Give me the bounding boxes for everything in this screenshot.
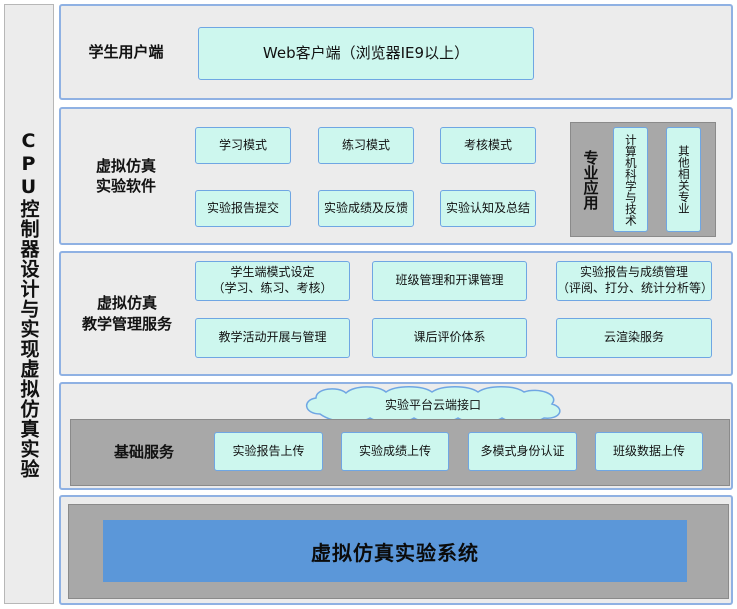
class-data-upload-box: 班级数据上传 <box>595 432 703 471</box>
side-title: CPU控制器设计与实现虚拟仿真实验 <box>17 129 40 479</box>
class-course-management-box: 班级管理和开课管理 <box>372 261 527 301</box>
report-submit-box: 实验报告提交 <box>195 190 291 227</box>
management-title-line1: 虚拟仿真 <box>96 294 157 313</box>
software-title-line1: 虚拟仿真 <box>95 156 156 175</box>
system-box: 虚拟仿真实验系统 <box>103 520 687 582</box>
base-service-title: 基础服务 <box>113 443 174 462</box>
specialty-title: 专业应用 <box>581 149 600 210</box>
specialty-cs-box: 计算机科学与技术 <box>613 127 648 232</box>
specialty-other-box: 其他相关专业 <box>666 127 701 232</box>
cognition-summary-box: 实验认知及总结 <box>440 190 536 227</box>
identity-auth-box: 多模式身份认证 <box>468 432 577 471</box>
score-upload-box: 实验成绩上传 <box>341 432 449 471</box>
report-grade-management-box: 实验报告与成绩管理 （评阅、打分、统计分析等） <box>556 261 714 301</box>
cloud-render-box: 云渲染服务 <box>556 318 712 358</box>
student-mode-setting-line1: 学生端模式设定 <box>230 265 315 280</box>
report-grade-management-line1: 实验报告与成绩管理 <box>579 265 688 280</box>
mode-practice-box: 练习模式 <box>318 127 414 164</box>
student-mode-setting-line2: （学习、练习、考核） <box>212 281 333 295</box>
mode-study-box: 学习模式 <box>195 127 291 164</box>
client-layer-title: 学生用户端 <box>88 42 164 61</box>
report-grade-management-line2: （评阅、打分、统计分析等） <box>557 281 714 295</box>
management-title-line2: 教学管理服务 <box>81 314 172 333</box>
mode-exam-box: 考核模式 <box>440 127 536 164</box>
report-upload-box: 实验报告上传 <box>214 432 323 471</box>
cloud-interface-label: 实验平台云端接口 <box>384 397 481 412</box>
score-feedback-box: 实验成绩及反馈 <box>318 190 414 227</box>
software-title-line2: 实验软件 <box>95 177 156 195</box>
web-client-box: Web客户端（浏览器IE9以上） <box>198 27 534 80</box>
side-title-panel <box>4 4 54 604</box>
management-layer-title: 虚拟仿真 教学管理服务 <box>66 251 188 376</box>
software-layer-title: 虚拟仿真 实验软件 <box>66 107 186 245</box>
after-class-evaluation-box: 课后评价体系 <box>372 318 527 358</box>
student-mode-setting-box: 学生端模式设定 （学习、练习、考核） <box>195 261 350 301</box>
teaching-activity-box: 教学活动开展与管理 <box>195 318 350 358</box>
